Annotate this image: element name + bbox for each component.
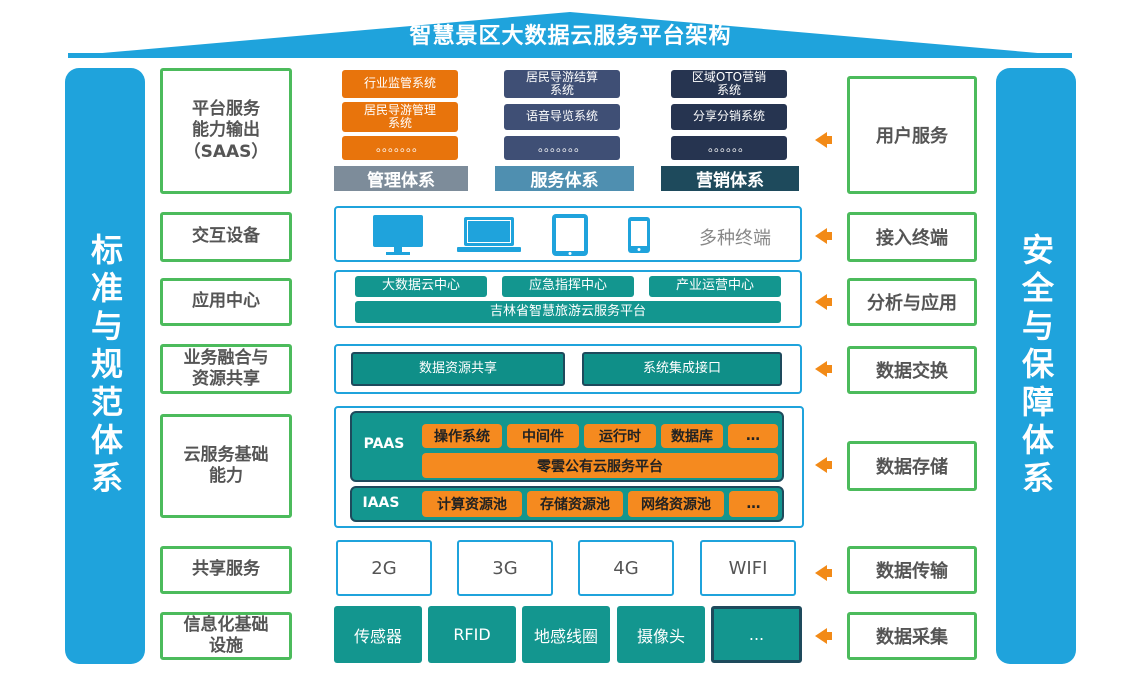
saas-marketing-item: 区域OTO营销 系统: [671, 70, 787, 98]
arrow-left-icon: [815, 628, 827, 644]
saas-marketing-item: 。。。。。。: [671, 136, 787, 160]
left-pillar: 标准与规范体系: [65, 68, 145, 664]
saas-service-item: 。。。。。。。: [504, 136, 620, 160]
iaas-item: 计算资源池: [422, 491, 522, 517]
label-infrastructure: 信息化基础 设施: [160, 612, 292, 660]
label-app-center: 应用中心: [160, 278, 292, 326]
label-cloud: 云服务基础 能力: [160, 414, 292, 518]
paas-item: …: [728, 424, 778, 448]
sensor-item: 传感器: [334, 606, 422, 663]
network-wifi: WIFI: [700, 540, 796, 596]
app-center-item: 大数据云中心: [355, 276, 487, 297]
paas-platform: 零雲公有云服务平台: [422, 453, 778, 478]
arrow-tail: [826, 632, 832, 640]
label-fusion: 业务融合与 资源共享: [160, 344, 292, 394]
paas-label: PAAS: [363, 436, 405, 452]
sensor-loop: 地感线圈: [522, 606, 610, 663]
laptop-icon: [457, 217, 521, 252]
arrow-left-icon: [815, 457, 827, 473]
label-analysis: 分析与应用: [847, 278, 977, 326]
app-center-item: 应急指挥中心: [502, 276, 634, 297]
label-access-terminal: 接入终端: [847, 212, 977, 262]
arrow-left-icon: [815, 565, 827, 581]
saas-mgmt-item: 居民导游管理 系统: [342, 102, 458, 132]
arrow-tail: [826, 232, 832, 240]
label-user-service: 用户服务: [847, 76, 977, 194]
roof: [68, 12, 1072, 58]
app-center-platform: 吉林省智慧旅游云服务平台: [355, 301, 781, 323]
iaas-label: IAAS: [362, 495, 400, 511]
saas-mgmt-label: 管理体系: [334, 166, 468, 191]
devices-label: 多种终端: [699, 228, 771, 249]
network-4g: 4G: [578, 540, 674, 596]
label-data-storage: 数据存储: [847, 441, 977, 491]
right-pillar: 安全与保障体系: [996, 68, 1076, 664]
arrow-left-icon: [815, 294, 827, 310]
saas-mgmt-item: 行业监管系统: [342, 70, 458, 98]
arrow-tail: [826, 365, 832, 373]
saas-service-item: 语音导览系统: [504, 104, 620, 130]
monitor-icon: [373, 215, 423, 255]
arrow-tail: [826, 569, 832, 577]
saas-service-item: 居民导游结算 系统: [504, 70, 620, 98]
saas-mgmt-item: 。。。。。。。: [342, 136, 458, 160]
sensor-rfid: RFID: [428, 606, 516, 663]
fusion-item: 数据资源共享: [351, 352, 565, 386]
iaas-item: 网络资源池: [628, 491, 724, 517]
iaas-item: 存储资源池: [527, 491, 623, 517]
paas-item: 运行时: [584, 424, 656, 448]
paas-item: 数据库: [661, 424, 723, 448]
arrow-tail: [826, 461, 832, 469]
label-shared-service: 共享服务: [160, 546, 292, 594]
tablet-icon: [552, 214, 588, 256]
app-center-item: 产业运营中心: [649, 276, 781, 297]
sensor-more: ...: [711, 606, 802, 663]
sensor-camera: 摄像头: [617, 606, 705, 663]
network-2g: 2G: [336, 540, 432, 596]
arrow-tail: [826, 136, 832, 144]
paas-item: 操作系统: [422, 424, 502, 448]
iaas-item: …: [729, 491, 778, 517]
label-data-collection: 数据采集: [847, 612, 977, 660]
label-devices: 交互设备: [160, 212, 292, 262]
label-saas: 平台服务 能力输出 （SAAS）: [160, 68, 292, 194]
arrow-left-icon: [815, 228, 827, 244]
saas-marketing-item: 分享分销系统: [671, 104, 787, 130]
arrow-left-icon: [815, 361, 827, 377]
saas-marketing-label: 营销体系: [661, 166, 799, 191]
label-data-exchange: 数据交换: [847, 346, 977, 394]
arrow-left-icon: [815, 132, 827, 148]
phone-icon: [628, 217, 650, 253]
saas-service-label: 服务体系: [495, 166, 634, 191]
paas-item: 中间件: [507, 424, 579, 448]
network-3g: 3G: [457, 540, 553, 596]
page-title: 智慧景区大数据云服务平台架构: [409, 24, 732, 49]
arrow-tail: [826, 298, 832, 306]
fusion-item: 系统集成接口: [582, 352, 782, 386]
label-data-transfer: 数据传输: [847, 546, 977, 594]
